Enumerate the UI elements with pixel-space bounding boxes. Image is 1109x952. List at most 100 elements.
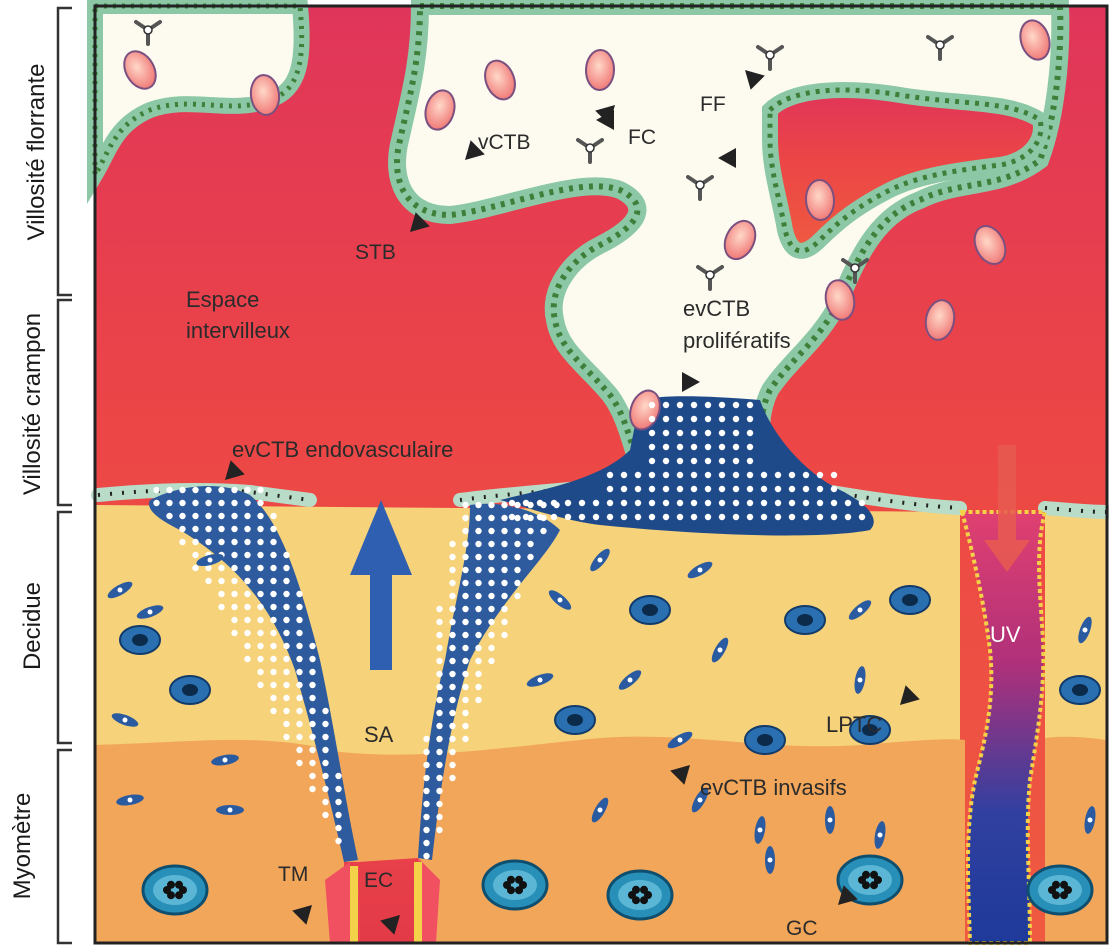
trophoblast-cell xyxy=(705,500,711,506)
trophoblast-cell xyxy=(663,486,669,492)
trophoblast-cell xyxy=(257,669,263,675)
invasive-trophoblast-nucleus xyxy=(858,608,863,613)
label-evctb-proliferatifs-1: evCTB xyxy=(683,296,750,322)
trophoblast-cell xyxy=(244,591,250,597)
trophoblast-cell xyxy=(501,606,507,612)
trophoblast-cell xyxy=(540,528,546,534)
trophoblast-cell xyxy=(322,721,328,727)
trophoblast-cell xyxy=(270,604,276,610)
trophoblast-cell xyxy=(475,580,481,586)
trophoblast-cell xyxy=(649,514,655,520)
trophoblast-cell xyxy=(462,632,468,638)
trophoblast-cell xyxy=(296,669,302,675)
trophoblast-cell xyxy=(462,593,468,599)
label-sa: SA xyxy=(364,722,393,748)
trophoblast-cell xyxy=(335,838,341,844)
trophoblast-cell xyxy=(309,643,315,649)
trophoblast-cell xyxy=(761,500,767,506)
trophoblast-cell xyxy=(649,458,655,464)
trophoblast-cell xyxy=(257,487,263,493)
trophoblast-cell xyxy=(244,604,250,610)
trophoblast-cell xyxy=(691,458,697,464)
trophoblast-cell xyxy=(677,500,683,506)
fibroblast-nucleus xyxy=(696,181,704,189)
trophoblast-cell xyxy=(462,502,468,508)
trophoblast-cell xyxy=(270,682,276,688)
trophoblast-cell xyxy=(270,695,276,701)
trophoblast-cell xyxy=(663,444,669,450)
trophoblast-cell xyxy=(663,416,669,422)
invasive-trophoblast-nucleus xyxy=(223,758,228,763)
label-evctb-invasifs: evCTB invasifs xyxy=(700,775,847,801)
invasive-trophoblast-nucleus xyxy=(828,818,833,823)
trophoblast-cell xyxy=(192,513,198,519)
trophoblast-cell xyxy=(270,643,276,649)
trophoblast-cell xyxy=(621,472,627,478)
trophoblast-cell xyxy=(218,500,224,506)
trophoblast-cell xyxy=(436,827,442,833)
trophoblast-cell xyxy=(231,513,237,519)
trophoblast-cell xyxy=(705,472,711,478)
trophoblast-cell xyxy=(747,500,753,506)
trophoblast-cell xyxy=(283,617,289,623)
trophoblast-cell xyxy=(436,671,442,677)
trophoblast-cell xyxy=(231,630,237,636)
trophoblast-cell xyxy=(423,827,429,833)
trophoblast-cell xyxy=(462,528,468,534)
invasive-trophoblast-nucleus xyxy=(118,588,123,593)
trophoblast-cell xyxy=(244,500,250,506)
invasive-trophoblast-nucleus xyxy=(758,828,763,833)
trophoblast-cell xyxy=(436,775,442,781)
trophoblast-cell xyxy=(436,788,442,794)
trophoblast-cell xyxy=(803,486,809,492)
trophoblast-cell xyxy=(270,708,276,714)
trophoblast-cell xyxy=(244,656,250,662)
trophoblast-cell xyxy=(719,458,725,464)
trophoblast-cell xyxy=(677,402,683,408)
trophoblast-cell xyxy=(296,630,302,636)
trophoblast-cell xyxy=(218,487,224,493)
trophoblast-cell xyxy=(747,472,753,478)
trophoblast-cell xyxy=(747,402,753,408)
trophoblast-cell xyxy=(719,472,725,478)
trophoblast-cell xyxy=(322,812,328,818)
trophoblast-cell xyxy=(733,514,739,520)
trophoblast-cell xyxy=(733,500,739,506)
trophoblast-cell xyxy=(475,528,481,534)
trophoblast-cell xyxy=(475,645,481,651)
trophoblast-cell xyxy=(859,500,865,506)
trophoblast-cell xyxy=(205,526,211,532)
trophoblast-cell xyxy=(817,486,823,492)
trophoblast-cell xyxy=(218,591,224,597)
fibroblast-nucleus xyxy=(851,264,859,272)
trophoblast-cell xyxy=(691,500,697,506)
trophoblast-cell xyxy=(462,606,468,612)
fibroblast-nucleus xyxy=(144,26,152,34)
trophoblast-cell xyxy=(244,526,250,532)
trophoblast-cell xyxy=(488,658,494,664)
decidual-cell-nucleus xyxy=(132,634,148,646)
trophoblast-cell xyxy=(283,682,289,688)
trophoblast-cell xyxy=(423,801,429,807)
label-lptc: LPTC xyxy=(826,712,882,738)
trophoblast-cell xyxy=(677,444,683,450)
trophoblast-cell xyxy=(677,472,683,478)
trophoblast-cell xyxy=(475,593,481,599)
trophoblast-cell xyxy=(231,604,237,610)
trophoblast-cell xyxy=(309,721,315,727)
trophoblast-cell xyxy=(501,619,507,625)
trophoblast-cell xyxy=(621,514,627,520)
trophoblast-cell xyxy=(257,643,263,649)
label-fc: FC xyxy=(628,125,656,150)
trophoblast-cell xyxy=(257,513,263,519)
trophoblast-cell xyxy=(475,541,481,547)
giant-cell-body xyxy=(1038,875,1082,905)
trophoblast-cell xyxy=(244,630,250,636)
trophoblast-cell xyxy=(845,514,851,520)
trophoblast-cell xyxy=(244,539,250,545)
trophoblast-cell xyxy=(691,416,697,422)
trophoblast-cell xyxy=(747,416,753,422)
trophoblast-cell xyxy=(488,580,494,586)
trophoblast-cell xyxy=(775,472,781,478)
